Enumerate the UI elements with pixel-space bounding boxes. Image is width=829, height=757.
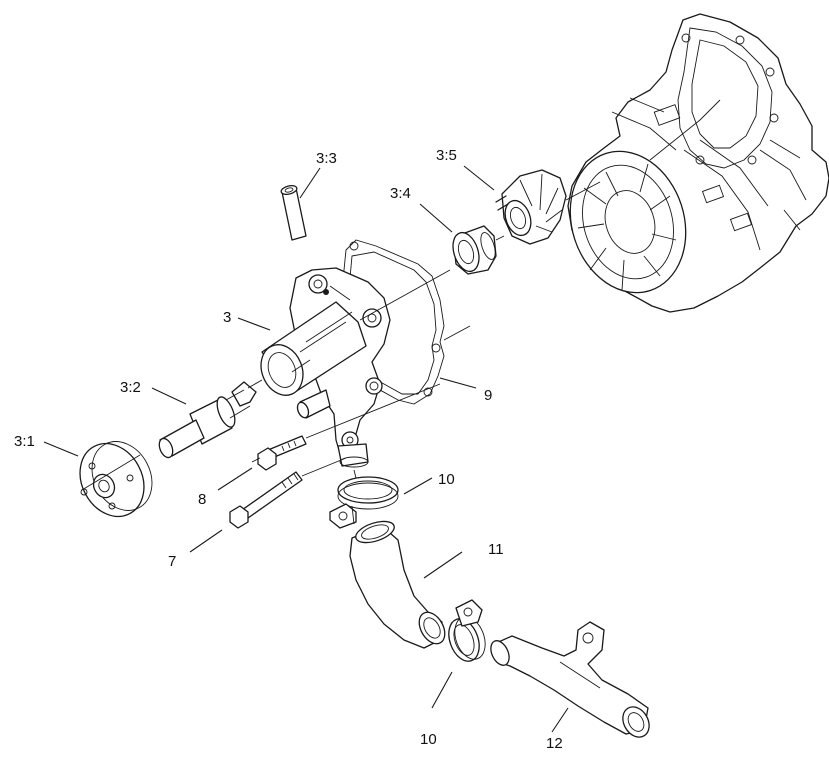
seal-part-3-4 [452,225,497,275]
leader-3-5 [463,165,495,191]
leader-3-3 [299,167,321,199]
leader-11 [423,551,463,579]
bolt-part-8 [257,435,307,471]
label-10-lower: 10 [420,731,437,748]
leader-3 [237,317,271,331]
leader-10-lower [431,671,453,709]
engine-block [567,13,829,313]
leader-3-1 [43,441,79,457]
leader-10-upper [403,477,433,495]
label-3-5: 3:5 [436,147,457,164]
label-3-3: 3:3 [316,150,337,167]
label-3: 3 [223,309,231,326]
label-12: 12 [546,735,563,752]
label-3-2: 3:2 [120,379,141,396]
hose-part-11 [349,520,446,649]
label-11: 11 [488,541,504,558]
label-3-4: 3:4 [390,185,411,202]
hose-clamp-part-10-lower [448,599,486,662]
label-9: 9 [484,387,492,404]
leader-3-4 [419,203,453,233]
leader-7 [189,529,223,553]
leader-8 [217,467,253,491]
leader-3-2 [151,387,187,405]
assembly-axis-lines [81,99,721,525]
pipe-part-12 [490,621,650,738]
hose-clamp-part-10-upper [329,476,399,529]
label-10-upper: 10 [438,471,455,488]
shaft-bearing-part-3-2 [158,381,257,459]
bolt-part-7 [229,471,303,529]
label-3-1: 3:1 [14,433,35,450]
leader-12 [551,707,569,733]
leader-lines [43,165,569,733]
label-8: 8 [198,491,206,508]
pump-housing-part-3 [260,267,391,468]
impeller-part-3-5 [495,169,567,245]
flange-part-3-1 [79,441,153,518]
leader-9 [439,377,477,389]
callout-labels: 3:1 3:2 3 3:3 3:4 3:5 9 10 11 10 12 8 7 [14,147,563,752]
label-7: 7 [168,553,176,570]
sleeve-part-3-3 [280,185,307,241]
